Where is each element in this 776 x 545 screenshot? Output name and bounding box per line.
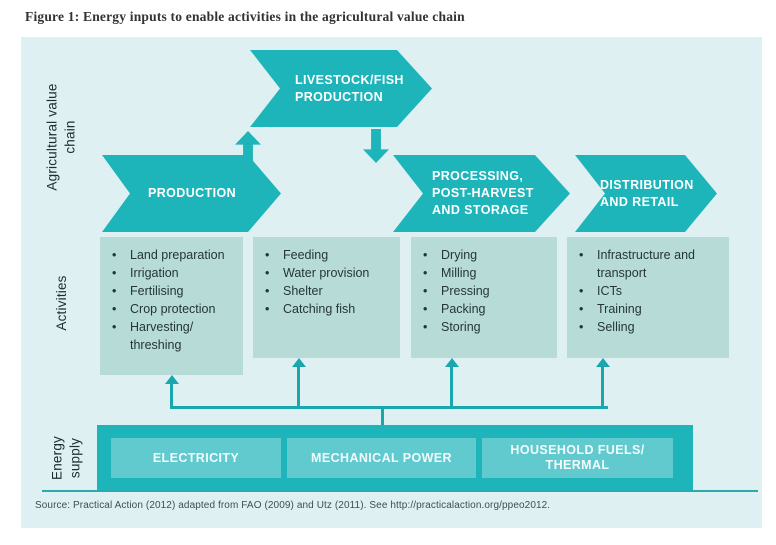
list-item: • Milling (423, 264, 549, 282)
list-item-label: Packing (441, 302, 486, 316)
list-item-label: Land preparation (130, 248, 225, 262)
list-item: • Selling (579, 318, 721, 336)
energy-box-label: HOUSEHOLD FUELS/ THERMAL (510, 443, 645, 472)
energy-box-label: ELECTRICITY (152, 450, 240, 465)
list-item: • Feeding (265, 246, 392, 264)
bullet-icon: • (112, 248, 117, 262)
list-item-label: ICTs (597, 284, 622, 298)
list-item: • Shelter (265, 282, 392, 300)
list-item-label: Catching fish (283, 302, 356, 316)
list-item: • Storing (423, 318, 549, 336)
connector-line-livestock (297, 366, 300, 408)
activities-box-processing: • Drying • Milling • Pressing • Packing • Storing (411, 237, 557, 358)
list-item: • Infrastructure and transport (579, 246, 721, 282)
energy-box-label: MECHANICAL POWER (311, 450, 452, 465)
activities-box-livestock-fish: • Feeding • Water provision • Shelter • Catchin… (253, 237, 400, 358)
bullet-icon: • (423, 248, 428, 262)
row-label-agricultural-value-chain: Agricultural value chain (44, 83, 77, 191)
list-item: • Pressing (423, 282, 549, 300)
list-item-label: Harvesting/ threshing (130, 320, 194, 352)
list-item: • Drying (423, 246, 549, 264)
energy-box-mechanical-power: MECHANICAL POWER (287, 438, 476, 478)
list-item: • Training (579, 300, 721, 318)
list-item-label: Pressing (441, 284, 490, 298)
list-item: • Fertilising (112, 282, 235, 300)
list-item-label: Drying (441, 248, 478, 262)
activities-box-production: • Land preparation • Irrigation • Fertilising… (100, 237, 243, 375)
list-item-label: Milling (441, 266, 477, 280)
bullet-icon: • (112, 266, 117, 280)
list-item-label: Crop protection (130, 302, 216, 316)
list-item: • Catching fish (265, 300, 392, 318)
bullet-icon: • (579, 302, 584, 316)
list-item: • Crop protection (112, 300, 235, 318)
connector-line-production (170, 383, 173, 408)
bullet-icon: • (579, 320, 584, 334)
chevron-production: PRODUCTION (102, 155, 281, 232)
chevron-label: PRODUCTION (148, 186, 237, 200)
energy-box-household-fuels-thermal: HOUSEHOLD FUELS/ THERMAL (482, 438, 673, 478)
chevron-label: LIVESTOCK/FISH PRODUCTION (295, 72, 404, 104)
energy-supply-band: ELECTRICITY MECHANICAL POWER HOUSEHOLD F… (97, 425, 693, 491)
list-item-label: Selling (597, 320, 635, 334)
energy-box-electricity: ELECTRICITY (111, 438, 281, 478)
list-item-label: Water provision (283, 266, 370, 280)
bullet-icon: • (265, 284, 270, 298)
arrowhead-up-icon (596, 358, 610, 367)
row-label-energy-supply: Energy supply (49, 436, 82, 480)
bullet-icon: • (112, 284, 117, 298)
chevron-livestock-fish-production: LIVESTOCK/FISH PRODUCTION (250, 50, 432, 127)
bullet-icon: • (423, 284, 428, 298)
list-item: • Packing (423, 300, 549, 318)
arrowhead-up-icon (165, 375, 179, 384)
bullet-icon: • (423, 266, 428, 280)
arrowhead-up-icon (445, 358, 459, 367)
bullet-icon: • (265, 266, 270, 280)
connector-line-distribution (601, 366, 604, 408)
list-item: • Irrigation (112, 264, 235, 282)
list-item-label: Infrastructure and transport (597, 248, 695, 280)
chevron-label: PROCESSING, POST-HARVEST AND STORAGE (432, 169, 534, 217)
connector-stem-energy (381, 407, 384, 426)
list-item-label: Shelter (283, 284, 323, 298)
bullet-icon: • (112, 302, 117, 316)
list-item: • Harvesting/ threshing (112, 318, 235, 354)
arrowhead-up-icon (292, 358, 306, 367)
bullet-icon: • (112, 320, 117, 334)
list-item: • Land preparation (112, 246, 235, 264)
list-item-label: Training (597, 302, 642, 316)
connector-horizontal-line (170, 406, 608, 409)
list-item-label: Feeding (283, 248, 329, 262)
list-item-label: Storing (441, 320, 481, 334)
chevron-label: DISTRIBUTION AND RETAIL (600, 177, 694, 209)
bullet-icon: • (265, 302, 270, 316)
list-item: • Water provision (265, 264, 392, 282)
figure-title: Figure 1: Energy inputs to enable activi… (25, 9, 465, 24)
list-item-label: Fertilising (130, 284, 184, 298)
bullet-icon: • (579, 284, 584, 298)
divider (42, 490, 758, 492)
bullet-icon: • (423, 320, 428, 334)
bullet-icon: • (265, 248, 270, 262)
source-note: Source: Practical Action (2012) adapted … (35, 500, 551, 511)
bullet-icon: • (579, 248, 584, 262)
bullet-icon: • (423, 302, 428, 316)
row-label-activities: Activities (54, 275, 70, 331)
connector-line-processing (450, 366, 453, 408)
activities-box-distribution: • Infrastructure and transport • ICTs • Train… (567, 237, 729, 358)
list-item: • ICTs (579, 282, 721, 300)
list-item-label: Irrigation (130, 266, 179, 280)
